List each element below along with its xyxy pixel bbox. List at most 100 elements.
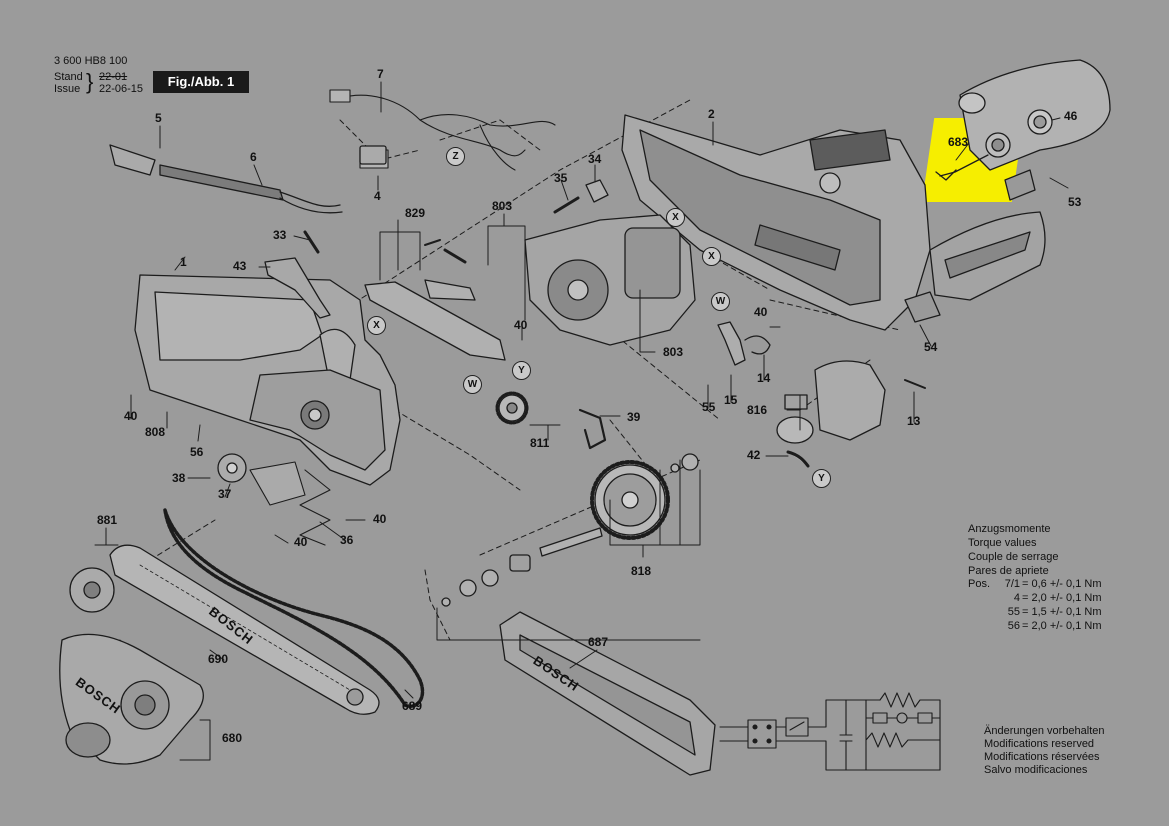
motor-803 <box>524 214 696 346</box>
torque-value: = 2,0 +/- 0,1 Nm <box>1022 620 1102 632</box>
handle-assembly <box>904 59 1111 323</box>
stand-label: Stand <box>54 71 83 83</box>
torque-pos: 7/1 <box>1004 578 1020 590</box>
connection-marker-y: Y <box>812 469 831 488</box>
part-number-43: 43 <box>233 259 247 273</box>
part-number-881: 881 <box>97 513 118 527</box>
part-number-38: 38 <box>172 471 186 485</box>
part-number-35: 35 <box>554 171 568 185</box>
part-number-5: 5 <box>155 111 162 125</box>
tensioner-36 <box>249 461 331 546</box>
stand-value: 22-01 <box>99 71 128 83</box>
torque-value: = 2,0 +/- 0,1 Nm <box>1022 592 1102 604</box>
sprocket-881 <box>69 567 115 613</box>
connection-marker-x: X <box>367 316 386 335</box>
connection-marker-x: X <box>666 208 685 227</box>
torque-title-de: Anzugsmomente <box>968 523 1051 535</box>
connection-marker-z: Z <box>446 147 465 166</box>
screw-35 <box>553 196 580 214</box>
part-number-34: 34 <box>588 152 602 166</box>
power-cable-6 <box>109 144 343 214</box>
saw-chain-689 <box>163 508 425 708</box>
torque-value: = 0,6 +/- 0,1 Nm <box>1022 578 1102 590</box>
torque-pos: 56 <box>1007 620 1020 632</box>
doc-number: 3 600 HB8 100 <box>54 55 128 67</box>
torque-pos: 4 <box>1013 592 1020 604</box>
connection-marker-y: Y <box>512 361 531 380</box>
part-number-816: 816 <box>747 403 768 417</box>
part-number-40: 40 <box>754 305 768 319</box>
leader-lines <box>94 81 1069 761</box>
modifications-fr: Modifications réservées <box>984 751 1100 763</box>
torque-pos: 55 <box>1007 606 1020 618</box>
connection-marker-x: X <box>702 247 721 266</box>
part-number-56: 56 <box>190 445 204 459</box>
part-number-803: 803 <box>492 199 513 213</box>
brake-parts <box>717 321 926 468</box>
guide-bar-690 <box>109 544 380 715</box>
part-number-14: 14 <box>757 371 771 385</box>
part-number-40: 40 <box>294 535 308 549</box>
part-number-803: 803 <box>663 345 684 359</box>
connector-4 <box>359 145 387 165</box>
part-number-42: 42 <box>747 448 761 462</box>
part-number-40: 40 <box>373 512 387 526</box>
part-number-39: 39 <box>627 410 641 424</box>
part-number-7: 7 <box>377 67 384 81</box>
housing-left <box>134 274 401 486</box>
part-number-808: 808 <box>145 425 166 439</box>
side-cover-680 <box>59 633 204 765</box>
torque-title-es: Pares de apriete <box>968 565 1049 577</box>
part-number-55: 55 <box>702 400 716 414</box>
part-number-683: 683 <box>948 135 969 149</box>
figure-label: Fig./Abb. 1 <box>153 71 249 93</box>
circuit-diagram <box>719 692 941 771</box>
part-number-818: 818 <box>631 564 652 578</box>
part-number-690: 690 <box>208 652 229 666</box>
gear-811 <box>495 391 529 425</box>
shaft-818 <box>441 453 699 607</box>
spring-39 <box>578 408 607 450</box>
slide-parts-829 <box>364 239 506 361</box>
part-number-811: 811 <box>530 436 550 450</box>
part-number-2: 2 <box>708 107 715 121</box>
part-number-6: 6 <box>250 150 257 164</box>
ring-46 <box>1027 109 1053 135</box>
part-number-1: 1 <box>180 255 187 269</box>
oil-cap-683 <box>935 132 1011 181</box>
part-number-46: 46 <box>1064 109 1078 123</box>
brush-unit-816 <box>776 360 886 444</box>
torque-pos-label: Pos. <box>968 578 991 590</box>
part-number-40: 40 <box>124 409 138 423</box>
brace-glyph: } <box>86 69 94 94</box>
part-number-33: 33 <box>273 228 287 242</box>
gear-818 <box>590 460 670 540</box>
issue-value: 22-06-15 <box>99 83 144 95</box>
part-number-687: 687 <box>588 635 609 649</box>
part-number-53: 53 <box>1068 195 1082 209</box>
part-number-689: 689 <box>402 699 423 713</box>
chain-cover-687 <box>499 611 716 776</box>
modifications-en: Modifications reserved <box>984 738 1095 750</box>
switch-34 <box>585 179 609 203</box>
part-number-680: 680 <box>222 731 243 745</box>
torque-title-en: Torque values <box>968 537 1037 549</box>
torque-value: = 1,5 +/- 0,1 Nm <box>1022 606 1102 618</box>
sprocket-37 <box>217 453 247 483</box>
connection-marker-w: W <box>711 292 730 311</box>
part-number-13: 13 <box>907 414 921 428</box>
part-number-54: 54 <box>924 340 938 354</box>
part-number-829: 829 <box>405 206 426 220</box>
part-number-4: 4 <box>374 189 381 203</box>
housing-right <box>621 114 931 331</box>
modifications-es: Salvo modificaciones <box>984 764 1088 776</box>
part-number-37: 37 <box>218 487 232 501</box>
issue-label: Issue <box>54 83 81 95</box>
part-number-15: 15 <box>724 393 738 407</box>
modifications-de: Änderungen vorbehalten <box>984 725 1105 737</box>
part-number-36: 36 <box>340 533 354 547</box>
part-number-40: 40 <box>514 318 528 332</box>
torque-title-fr: Couple de serrage <box>968 551 1059 563</box>
